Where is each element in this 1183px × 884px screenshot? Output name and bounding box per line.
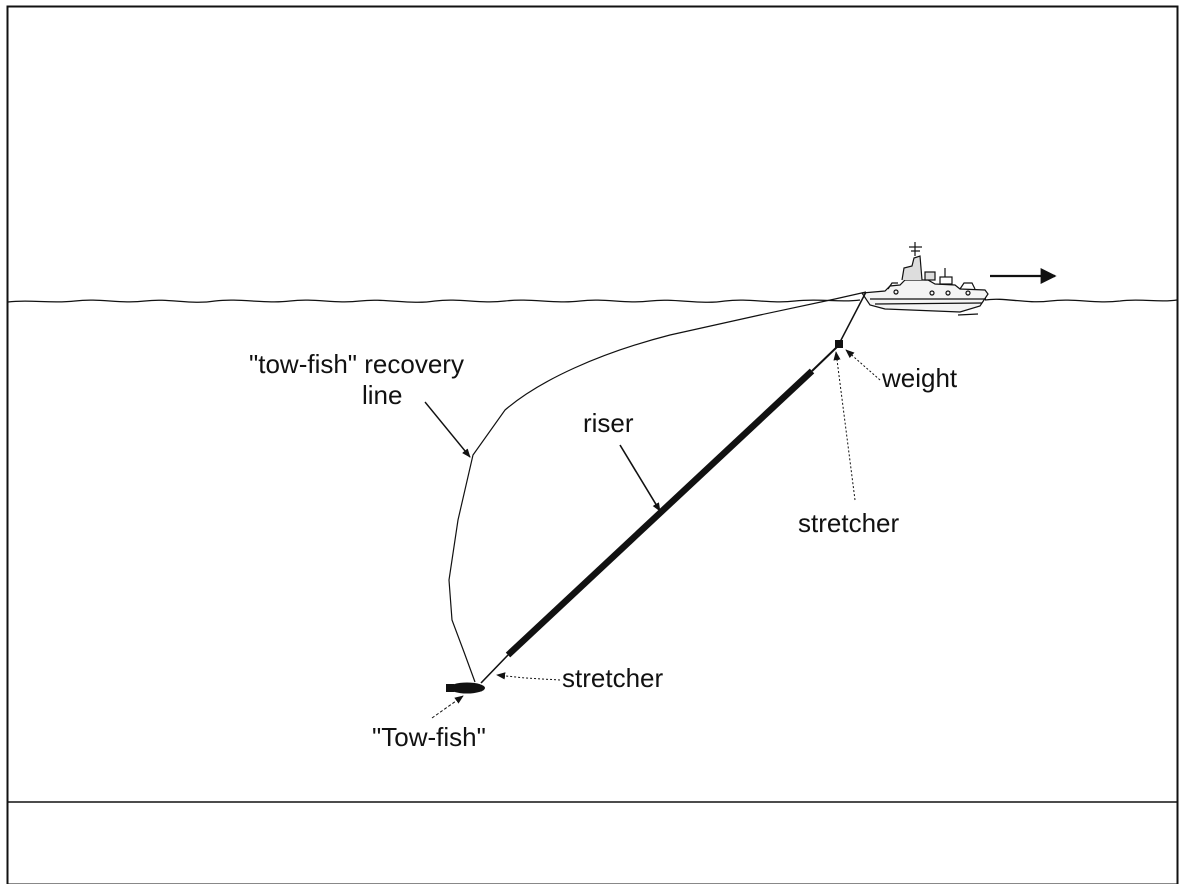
tow-fish-label: "Tow-fish": [372, 722, 486, 752]
tow-fish-icon: [446, 682, 485, 694]
recovery-line-label-line1: "tow-fish" recovery: [249, 349, 464, 379]
recovery-line: [448, 291, 867, 683]
lower-stretcher-leader: [496, 672, 561, 681]
ship-icon: [860, 242, 989, 316]
upper-stretcher-segment: [811, 345, 839, 372]
recovery-line-leader: [424, 401, 471, 458]
upper-stretcher-leader: [833, 351, 856, 501]
tow-fish-leader: [431, 695, 464, 719]
lower-stretcher-segment: [480, 654, 509, 684]
lower-stretcher-label: stretcher: [562, 663, 663, 693]
riser-label: riser: [583, 408, 634, 438]
tow-cable: [839, 291, 867, 343]
weight-marker: [835, 340, 843, 348]
recovery-line-label-line2: line: [362, 380, 402, 410]
frame-border: [6, 5, 1179, 884]
riser-leader: [619, 444, 661, 512]
weight-leader: [845, 349, 881, 381]
weight-label: weight: [881, 363, 958, 393]
sea-surface-line: [7, 298, 1178, 303]
riser-array: [505, 368, 815, 658]
upper-stretcher-label: stretcher: [798, 508, 899, 538]
